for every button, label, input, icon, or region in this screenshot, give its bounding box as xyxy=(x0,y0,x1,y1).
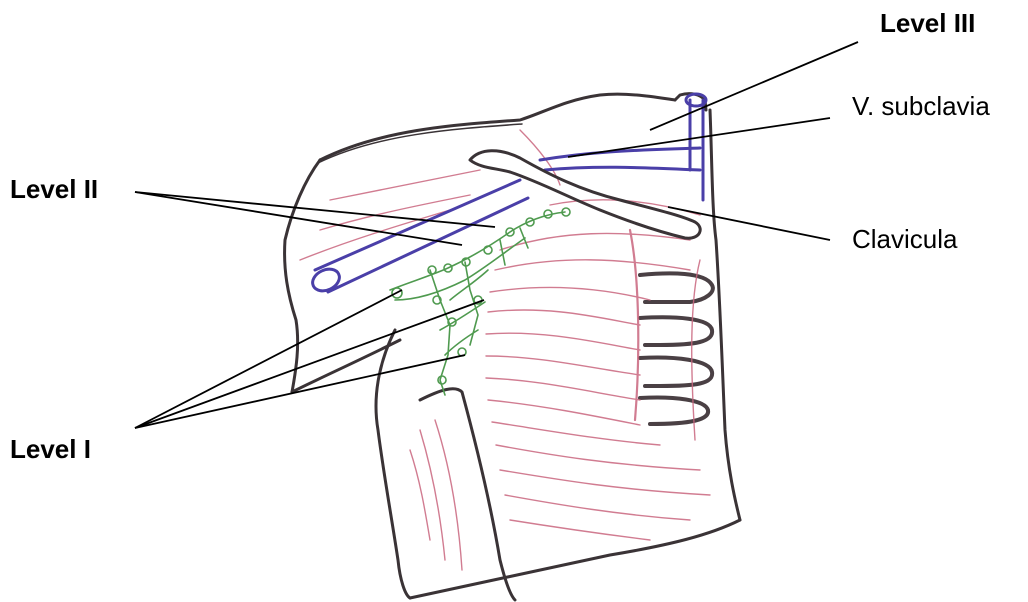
label-level-ii: Level II xyxy=(10,176,98,202)
label-level-iii: Level III xyxy=(880,10,975,36)
label-level-i: Level I xyxy=(10,436,91,462)
leader-v-subclavia xyxy=(568,118,830,157)
leader-level-i-b xyxy=(135,300,484,428)
leader-level-iii xyxy=(650,42,858,130)
subclavian-vein xyxy=(309,94,706,295)
clavicle xyxy=(470,151,700,238)
pectoral-muscle-fibres xyxy=(300,130,710,570)
leader-level-i-c xyxy=(135,355,465,428)
leader-lines xyxy=(135,42,858,428)
label-clavicula: Clavicula xyxy=(852,226,958,252)
label-v-subclavia: V. subclavia xyxy=(852,93,990,119)
leader-clavicula xyxy=(668,207,830,240)
